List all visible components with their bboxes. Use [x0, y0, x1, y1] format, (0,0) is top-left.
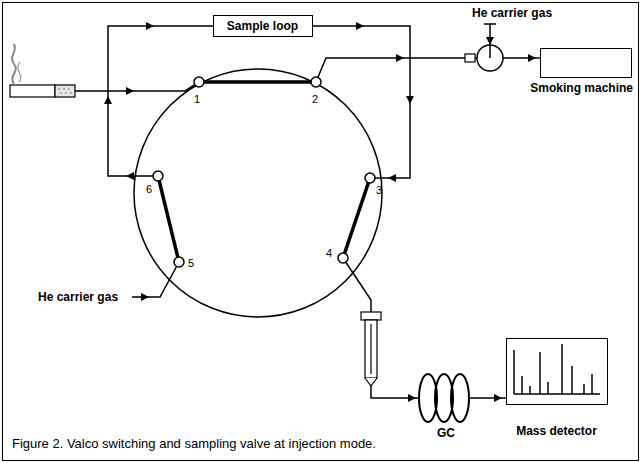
cigarette [10, 44, 75, 97]
port-number: 6 [146, 182, 152, 196]
port-number: 1 [194, 92, 200, 106]
port-number: 2 [312, 92, 318, 106]
mass-detector-box: Mass detector [506, 338, 608, 405]
gc-label: GC [437, 426, 455, 440]
valve-ports [153, 77, 375, 267]
node-label: Mass detector [516, 424, 597, 438]
port-number: 3 [376, 183, 382, 197]
port-number: 4 [326, 246, 332, 260]
node-label: Sample loop [227, 19, 298, 33]
gas-label: He carrier gas [472, 6, 552, 20]
mass-spectrum [514, 344, 600, 394]
valve-stem [489, 45, 491, 58]
fitting [465, 54, 475, 62]
valve-channels [158, 82, 370, 262]
gc-column-coil [419, 374, 469, 422]
sample-loop-box: Sample loop [213, 15, 313, 37]
figure-caption: Figure 2. Valco switching and sampling v… [12, 436, 376, 452]
tubing [75, 24, 540, 398]
node-label: Smoking machine [530, 81, 633, 95]
figure-frame [3, 3, 639, 461]
three-way-valve [477, 45, 503, 71]
gas-label: He carrier gas [38, 290, 118, 304]
smoking-machine-box: Smoking machine [540, 48, 632, 78]
valve-body [134, 69, 382, 317]
flow-arrows [104, 22, 536, 402]
port-number: 5 [188, 256, 194, 270]
cold-trap [361, 312, 381, 386]
